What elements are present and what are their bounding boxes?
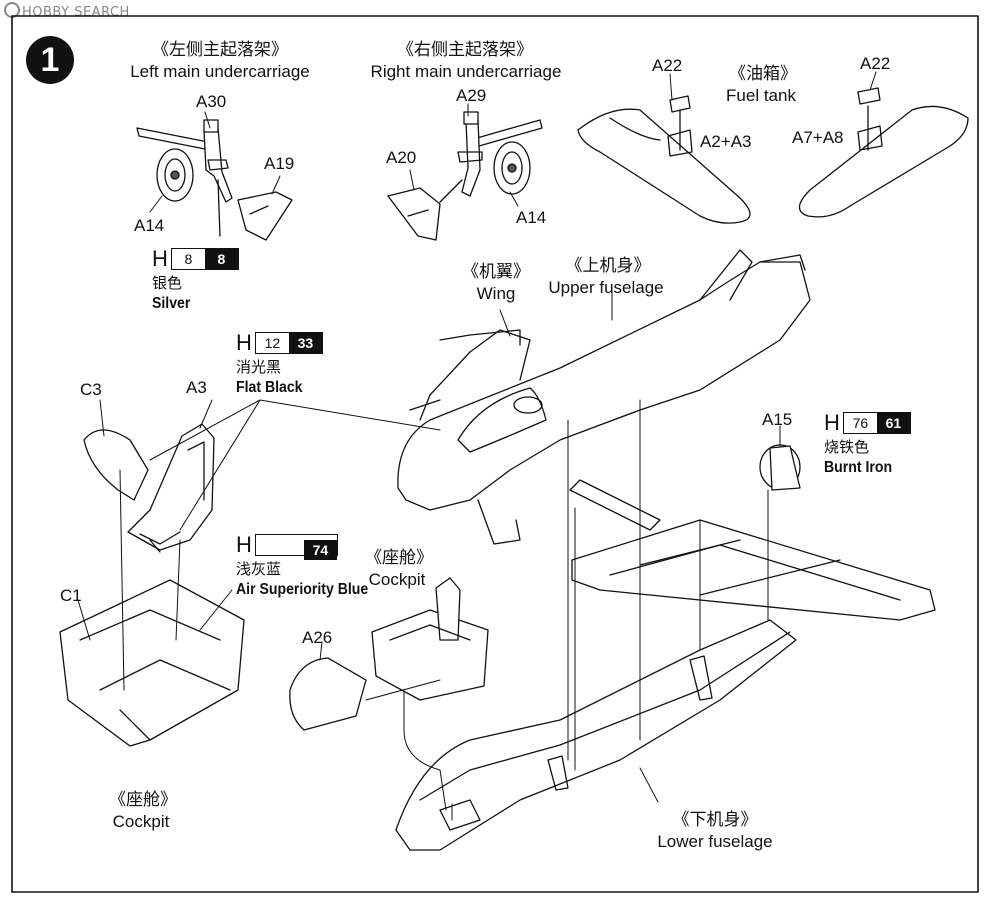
small-cockpit-drawing (371, 577, 489, 701)
paint-burnt-iron-prefix: H (824, 410, 840, 435)
part-a20: A20 (386, 148, 417, 167)
paint-flat-black-name-cn: 消光黑 (236, 359, 282, 376)
fuel-tank-left-drawing (577, 95, 751, 224)
left-undercarriage-drawing (136, 119, 293, 241)
paint-asb-name-en: Air Superiority Blue (236, 581, 369, 598)
upper-fuselage-title-cn: 《上机身》 (565, 256, 651, 275)
part-a29: A29 (456, 86, 487, 105)
canopy-c3-drawing (83, 429, 149, 501)
part-a26: A26 (302, 628, 333, 647)
seat-a3-drawing (127, 423, 215, 553)
fuel-tank-right-drawing (798, 87, 969, 218)
cockpit-title-en: Cockpit (112, 812, 170, 831)
paint-asb-name-cn: 浅灰蓝 (236, 561, 282, 578)
sheet-frame (11, 15, 979, 893)
wing-drawing (569, 479, 936, 621)
paint-burnt-iron-name-cn: 烧铁色 (824, 439, 870, 456)
part-a15: A15 (762, 410, 793, 429)
step-number-badge: 1 (26, 36, 74, 84)
paint-burnt-iron-name-en: Burnt Iron (824, 459, 893, 476)
cockpit-small-title-cn: 《座舱》 (365, 548, 433, 567)
lower-fuselage-title-en: Lower fuselage (657, 832, 773, 851)
left-undercarriage-title-en: Left main undercarriage (130, 62, 310, 81)
leader-lines (77, 71, 877, 821)
paint-flat-black-code1: 12 (255, 333, 289, 353)
part-a19: A19 (264, 154, 295, 173)
lower-fuselage-drawing (395, 619, 797, 851)
paint-silver-code1: 8 (171, 249, 205, 269)
fuel-tank-title-en: Fuel tank (726, 86, 796, 105)
part-c3: C3 (80, 380, 102, 399)
cockpit-tub-c1-drawing (59, 579, 245, 747)
burner-can-drawing (759, 444, 801, 491)
wing-title-cn: 《机翼》 (462, 262, 530, 281)
wing-title-en: Wing (476, 284, 516, 303)
paint-asb-prefix: H (236, 532, 252, 557)
part-c1: C1 (60, 586, 82, 605)
part-a22-right: A22 (860, 54, 891, 73)
part-a22-left: A22 (652, 56, 683, 75)
paint-silver-name-en: Silver (152, 295, 191, 312)
paint-asb-codes: 74 (254, 534, 338, 560)
paint-flat-black-prefix: H (236, 330, 252, 355)
upper-fuselage-title-en: Upper fuselage (548, 278, 664, 297)
paint-asb-code1 (255, 535, 304, 555)
paint-flat-black-code2: 33 (288, 333, 322, 353)
paint-silver-prefix: H (152, 246, 168, 271)
right-undercarriage-drawing (387, 111, 543, 241)
part-a14-left: A14 (134, 216, 165, 235)
left-undercarriage-title-cn: 《左侧主起落架》 (152, 40, 288, 59)
right-undercarriage-title-cn: 《右侧主起落架》 (397, 40, 533, 59)
paint-air-superiority-blue: H 74 浅灰蓝 Air Superiority Blue (236, 532, 386, 600)
cockpit-title-cn: 《座舱》 (109, 790, 177, 809)
paint-asb-code2: 74 (303, 540, 337, 560)
paint-burnt-iron-code2: 61 (876, 413, 910, 433)
part-a14-right: A14 (516, 208, 547, 227)
paint-silver-code2: 8 (204, 249, 238, 269)
paint-silver-name-cn: 银色 (152, 275, 183, 292)
part-a2-a3: A2+A3 (700, 132, 752, 151)
part-a7-a8: A7+A8 (792, 128, 844, 147)
paint-burnt-iron-code1: 76 (843, 413, 877, 433)
cockpit-small-title-en: Cockpit (368, 570, 426, 589)
right-undercarriage-title-en: Right main undercarriage (370, 62, 562, 81)
part-a3: A3 (186, 378, 207, 397)
part-a30: A30 (196, 92, 227, 111)
nose-cone-a26-drawing (289, 657, 367, 731)
paint-flat-black-name-en: Flat Black (236, 379, 303, 396)
fuel-tank-title-cn: 《油箱》 (729, 64, 797, 83)
lower-fuselage-title-cn: 《下机身》 (672, 810, 758, 829)
